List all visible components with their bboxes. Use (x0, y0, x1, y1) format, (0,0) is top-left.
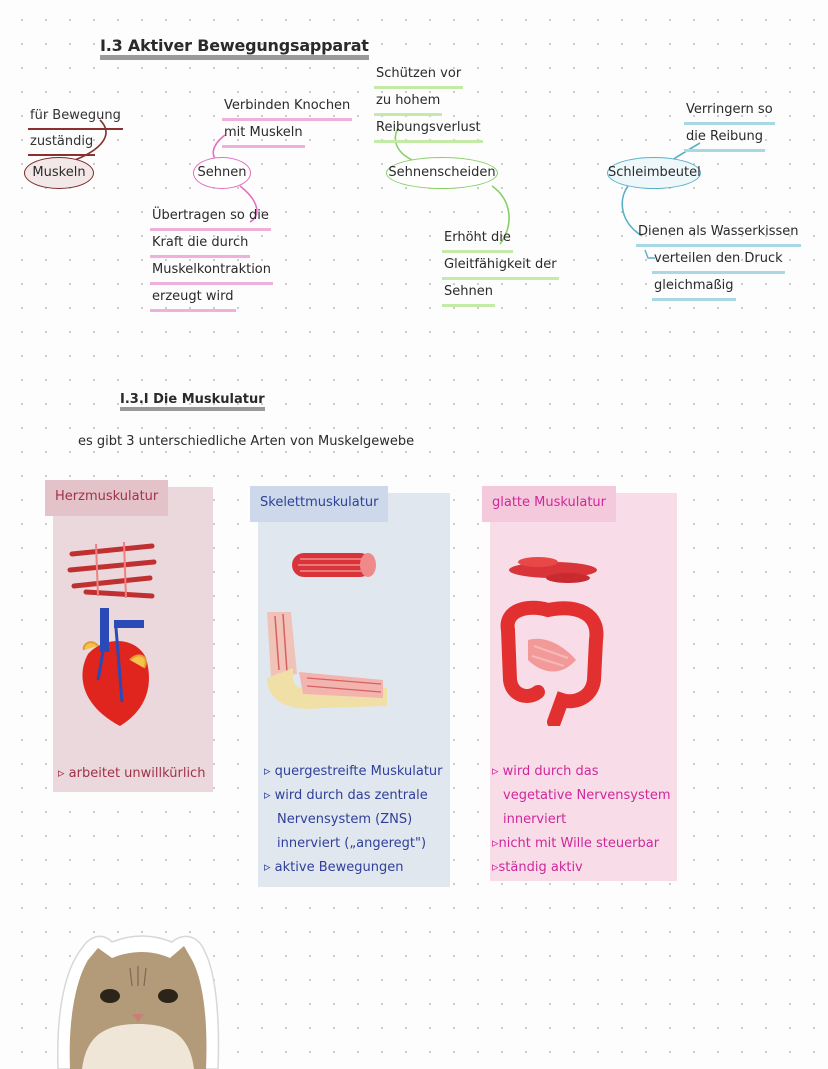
list-item: ▹ arbeitet unwillkürlich (58, 766, 206, 781)
list-item: Nervensystem (ZNS) (277, 812, 413, 827)
skelett-title: Skelettmuskulatur (250, 486, 389, 522)
heart-muscle-fiber-image (67, 541, 157, 599)
list-item: innerviert („angeregt") (277, 836, 427, 851)
sehnenscheiden-note-bottom: Erhöht die Gleitfähigkeit der Sehnen (442, 226, 559, 307)
list-item: ▹ wird durch das (492, 764, 599, 779)
skeletal-muscle-bundle-image (292, 553, 376, 577)
list-item: ▹ quergestreifte Muskulatur (264, 764, 443, 779)
sehnen-note-top: Verbinden Knochen mit Muskeln (222, 94, 353, 148)
sehnen-note-bottom: Übertragen so die Kraft die durch Muskel… (150, 204, 273, 312)
list-item: ▹ständig aktiv (492, 860, 583, 875)
node-schleimbeutel: Schleimbeutel (607, 157, 701, 189)
herz-card (53, 487, 213, 792)
node-sehnen: Sehnen (193, 157, 251, 189)
cat-sticker-image (56, 935, 220, 1069)
glatt-card (490, 493, 677, 881)
section-title: I.3 Aktiver Bewegungsapparat (100, 36, 369, 60)
tendon-elbow-image (267, 612, 387, 709)
glatt-title: glatte Muskulatur (482, 486, 617, 522)
subsection-title: I.3.I Die Muskulatur (120, 392, 265, 411)
list-item: ▹ wird durch das zentrale (264, 788, 428, 803)
muskeln-note: für Bewegung zuständig (28, 104, 123, 156)
node-sehnenscheiden: Sehnenscheiden (386, 157, 498, 189)
smooth-muscle-cells-image (509, 557, 597, 583)
sehnenscheiden-note-top: Schützen vor zu hohem Reibungsverlust (374, 62, 483, 143)
intestine-image (500, 600, 604, 726)
list-item: vegetative Nervensystem (503, 788, 671, 803)
schleimbeutel-note-top: Verringern so die Reibung (684, 98, 775, 152)
skelett-bullets: ▹ quergestreifte Muskulatur ▹ wird durch… (264, 760, 443, 880)
herz-bullets: ▹ arbeitet unwillkürlich (58, 762, 205, 786)
list-item: innerviert (503, 812, 567, 827)
node-muskeln: Muskeln (24, 157, 94, 189)
list-item: ▹ aktive Bewegungen (264, 860, 404, 875)
heart-image (82, 608, 149, 726)
herz-title: Herzmuskulatur (45, 480, 169, 516)
list-item: ▹nicht mit Wille steuerbar (492, 836, 660, 851)
glatt-bullets: ▹ wird durch das vegetative Nervensystem… (492, 760, 671, 880)
intro-text: es gibt 3 unterschiedliche Arten von Mus… (78, 434, 415, 449)
schleimbeutel-note-bottom: Dienen als Wasserkissen verteilen den Dr… (636, 220, 801, 301)
